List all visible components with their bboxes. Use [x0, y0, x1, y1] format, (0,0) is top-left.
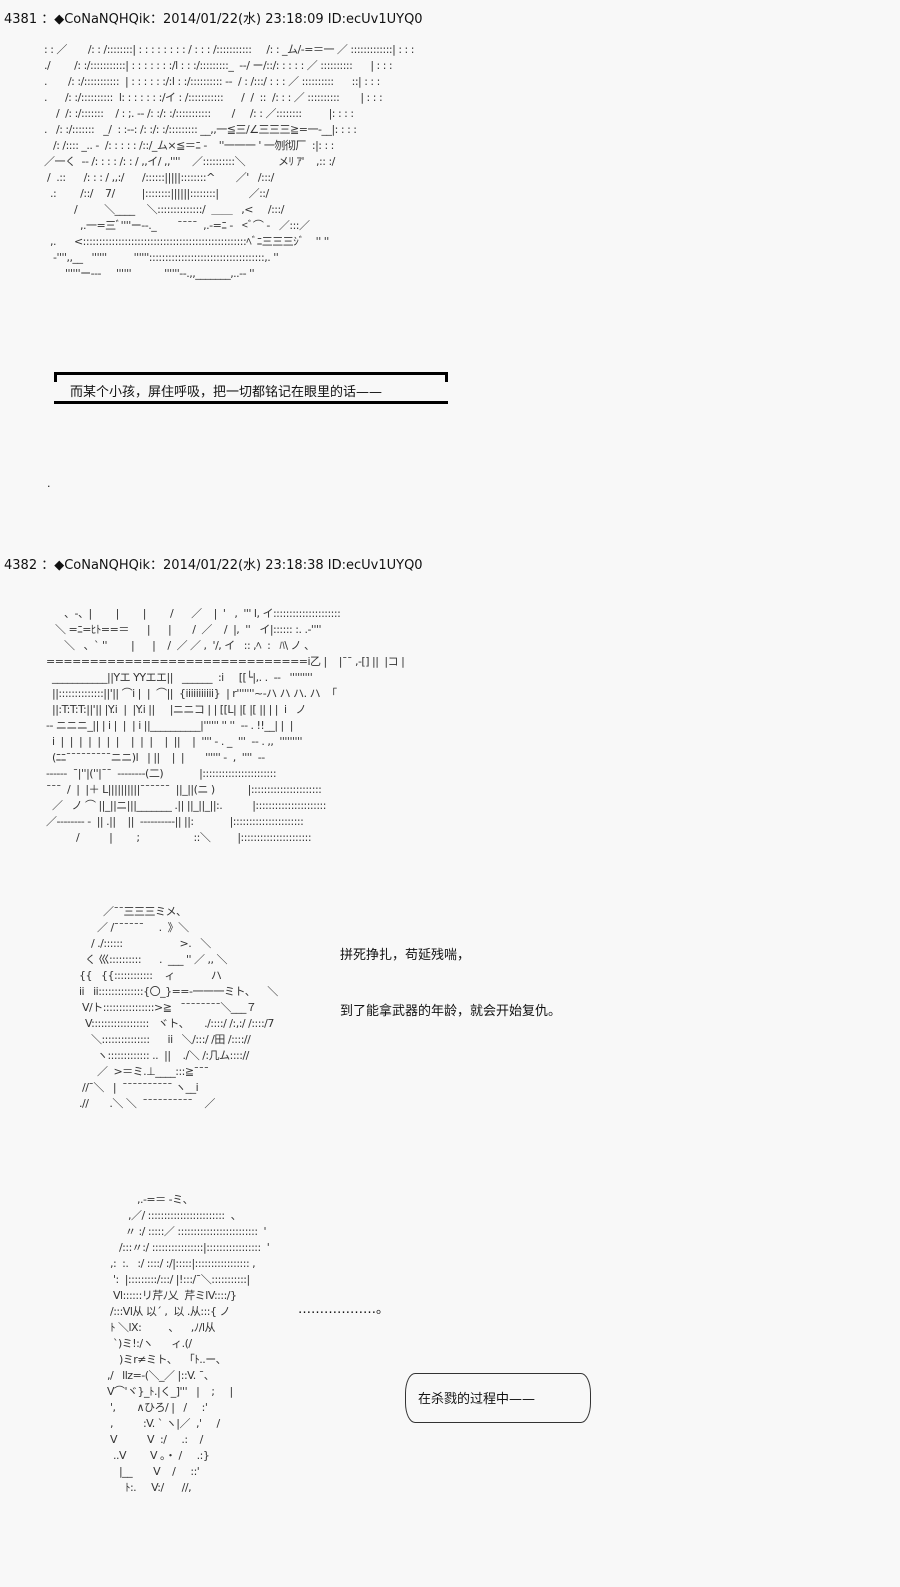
trailing-dot: . [47, 477, 51, 490]
post-header-4381: 4381 ：◆CoNaNQHQik：2014/01/22(水) 23:18:09… [4, 12, 423, 27]
story-line-2: 到了能拿武器的年龄，就会开始复仇。 [340, 1004, 562, 1019]
story-line-1: 拼死挣扎，苟延残喘， [340, 948, 471, 963]
ellipsis-text: ………………。 [298, 1302, 390, 1317]
narration-text: 而某个小孩，屏住呼吸，把一切都铭记在眼里的话—— [70, 385, 383, 400]
ascii-art-eye: : : ／ /: : /::::::::| : : : : : : : : / … [44, 43, 414, 280]
ascii-art-ruins: 、-、| | | / ／ | ' , ''' l, イ:::::::::::::… [46, 607, 405, 844]
narration-box: 而某个小孩，屏住呼吸，把一切都铭记在眼里的话—— [54, 372, 448, 404]
narration-text-2: 在杀戮的过程中—— [418, 1392, 536, 1407]
narration-box-2: 在杀戮的过程中—— [405, 1373, 591, 1423]
ascii-art-child: ,.-=＝ -ミ、 ,／/ :::::::::::::::::::::::: 、… [106, 1193, 270, 1494]
ascii-art-helmet: ／¯¯三三三ミメ、 ／ /¯¯¯¯¯¯ . 》＼ / ./:::::: >. ＼… [78, 905, 278, 1110]
post-header-4382: 4382 ：◆CoNaNQHQik：2014/01/22(水) 23:18:38… [4, 558, 423, 573]
